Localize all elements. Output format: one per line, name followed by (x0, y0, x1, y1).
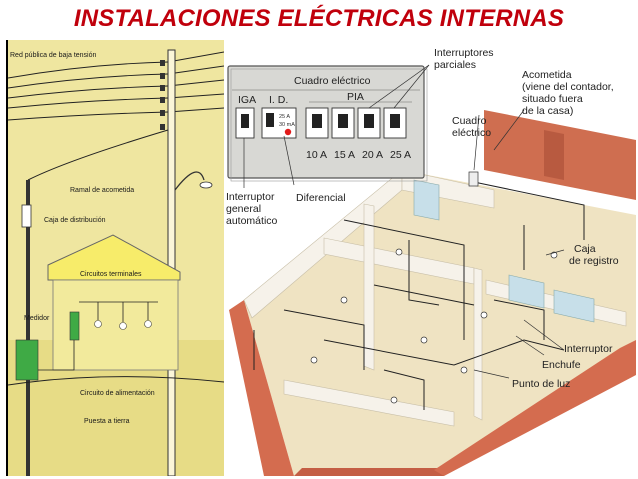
breaker-id (261, 107, 297, 139)
panel-label-pia: PIA (347, 91, 364, 103)
label-circuitos-terminales: Circuitos terminales (80, 271, 142, 278)
utility-pole (167, 49, 176, 476)
terminal-circuits (38, 301, 158, 371)
label-caja-registro-1: Caja (574, 243, 596, 255)
label-interruptores-2: parciales (434, 59, 476, 71)
label-circuito-alimentacion: Circuito de alimentación (80, 390, 155, 397)
label-diferencial: Diferencial (296, 192, 346, 204)
left-diagram-svg: Red pública de baja tensión Ramal de aco… (8, 40, 224, 476)
light-points (310, 248, 558, 404)
house-wiring (253, 181, 585, 410)
street-lamp (199, 181, 213, 189)
pia-rating-10: 10 A (306, 149, 327, 161)
street-lamp-arm (174, 171, 205, 191)
house-roof (47, 234, 181, 281)
ground-line (8, 376, 224, 386)
wall-front-left (229, 300, 294, 476)
pia-rating-20: 20 A (362, 149, 383, 161)
label-red-publica: Red pública de baja tensión (10, 52, 97, 59)
house-electric-panel (468, 171, 479, 187)
label-cuadro-2: eléctrico (452, 127, 491, 139)
panel-title: Cuadro eléctrico (294, 75, 371, 87)
left-diagram: Red pública de baja tensión Ramal de aco… (6, 40, 224, 476)
windows (413, 179, 595, 323)
label-ramal: Ramal de acometida (70, 187, 134, 194)
id-rating-amp: 25 A (279, 114, 290, 120)
chimney-wall (544, 130, 564, 180)
overhead-wires (8, 51, 224, 121)
main-panel (15, 339, 39, 381)
page-title: INSTALACIONES ELÉCTRICAS INTERNAS (73, 5, 565, 32)
light-bulbs (94, 320, 152, 330)
label-cuadro-1: Cuadro (452, 115, 487, 127)
label-interruptor: Interruptor (564, 343, 613, 355)
label-punto-luz: Punto de luz (512, 378, 570, 390)
label-interruptor-general-3: automático (226, 215, 278, 227)
label-acometida-3: situado fuera (522, 93, 583, 105)
wall-front-right (434, 340, 636, 476)
panel-label-iga: IGA (238, 94, 256, 106)
pole-insulators (160, 60, 165, 130)
right-diagram-svg: Cuadro eléctrico IGA I. D. PIA 25 A 30 m… (224, 40, 636, 476)
id-rating-ma: 30 mA (279, 122, 295, 128)
label-interruptor-general-1: Interruptor (226, 191, 275, 203)
label-puesta-tierra: Puesta a tierra (84, 418, 130, 425)
meter-box (69, 311, 80, 341)
wall-front-bottom (294, 468, 444, 476)
label-interruptores-1: Interruptores (434, 47, 494, 59)
label-interruptor-general-2: general (226, 203, 261, 215)
distribution-box (21, 204, 32, 228)
label-enchufe: Enchufe (542, 359, 581, 371)
pia-rating-15: 15 A (334, 149, 355, 161)
pia-rating-25: 25 A (390, 149, 411, 161)
label-caja-registro-2: de registro (569, 255, 619, 267)
breaker-pia-row (305, 107, 407, 139)
label-acometida-4: de la casa) (522, 105, 573, 117)
label-medidor: Medidor (24, 315, 50, 322)
leader-lines (243, 64, 565, 379)
service-drop-wire (27, 129, 169, 181)
label-acometida-1: Acometida (522, 69, 572, 81)
right-diagram: Cuadro eléctrico IGA I. D. PIA 25 A 30 m… (224, 40, 636, 476)
label-acometida-2: (viene del contador, (522, 81, 614, 93)
panel-box-shadow (230, 68, 428, 182)
label-caja-distribucion: Caja de distribución (44, 217, 106, 224)
panel-label-id: I. D. (269, 94, 288, 106)
breaker-iga (235, 107, 255, 139)
id-test-button (284, 128, 292, 136)
